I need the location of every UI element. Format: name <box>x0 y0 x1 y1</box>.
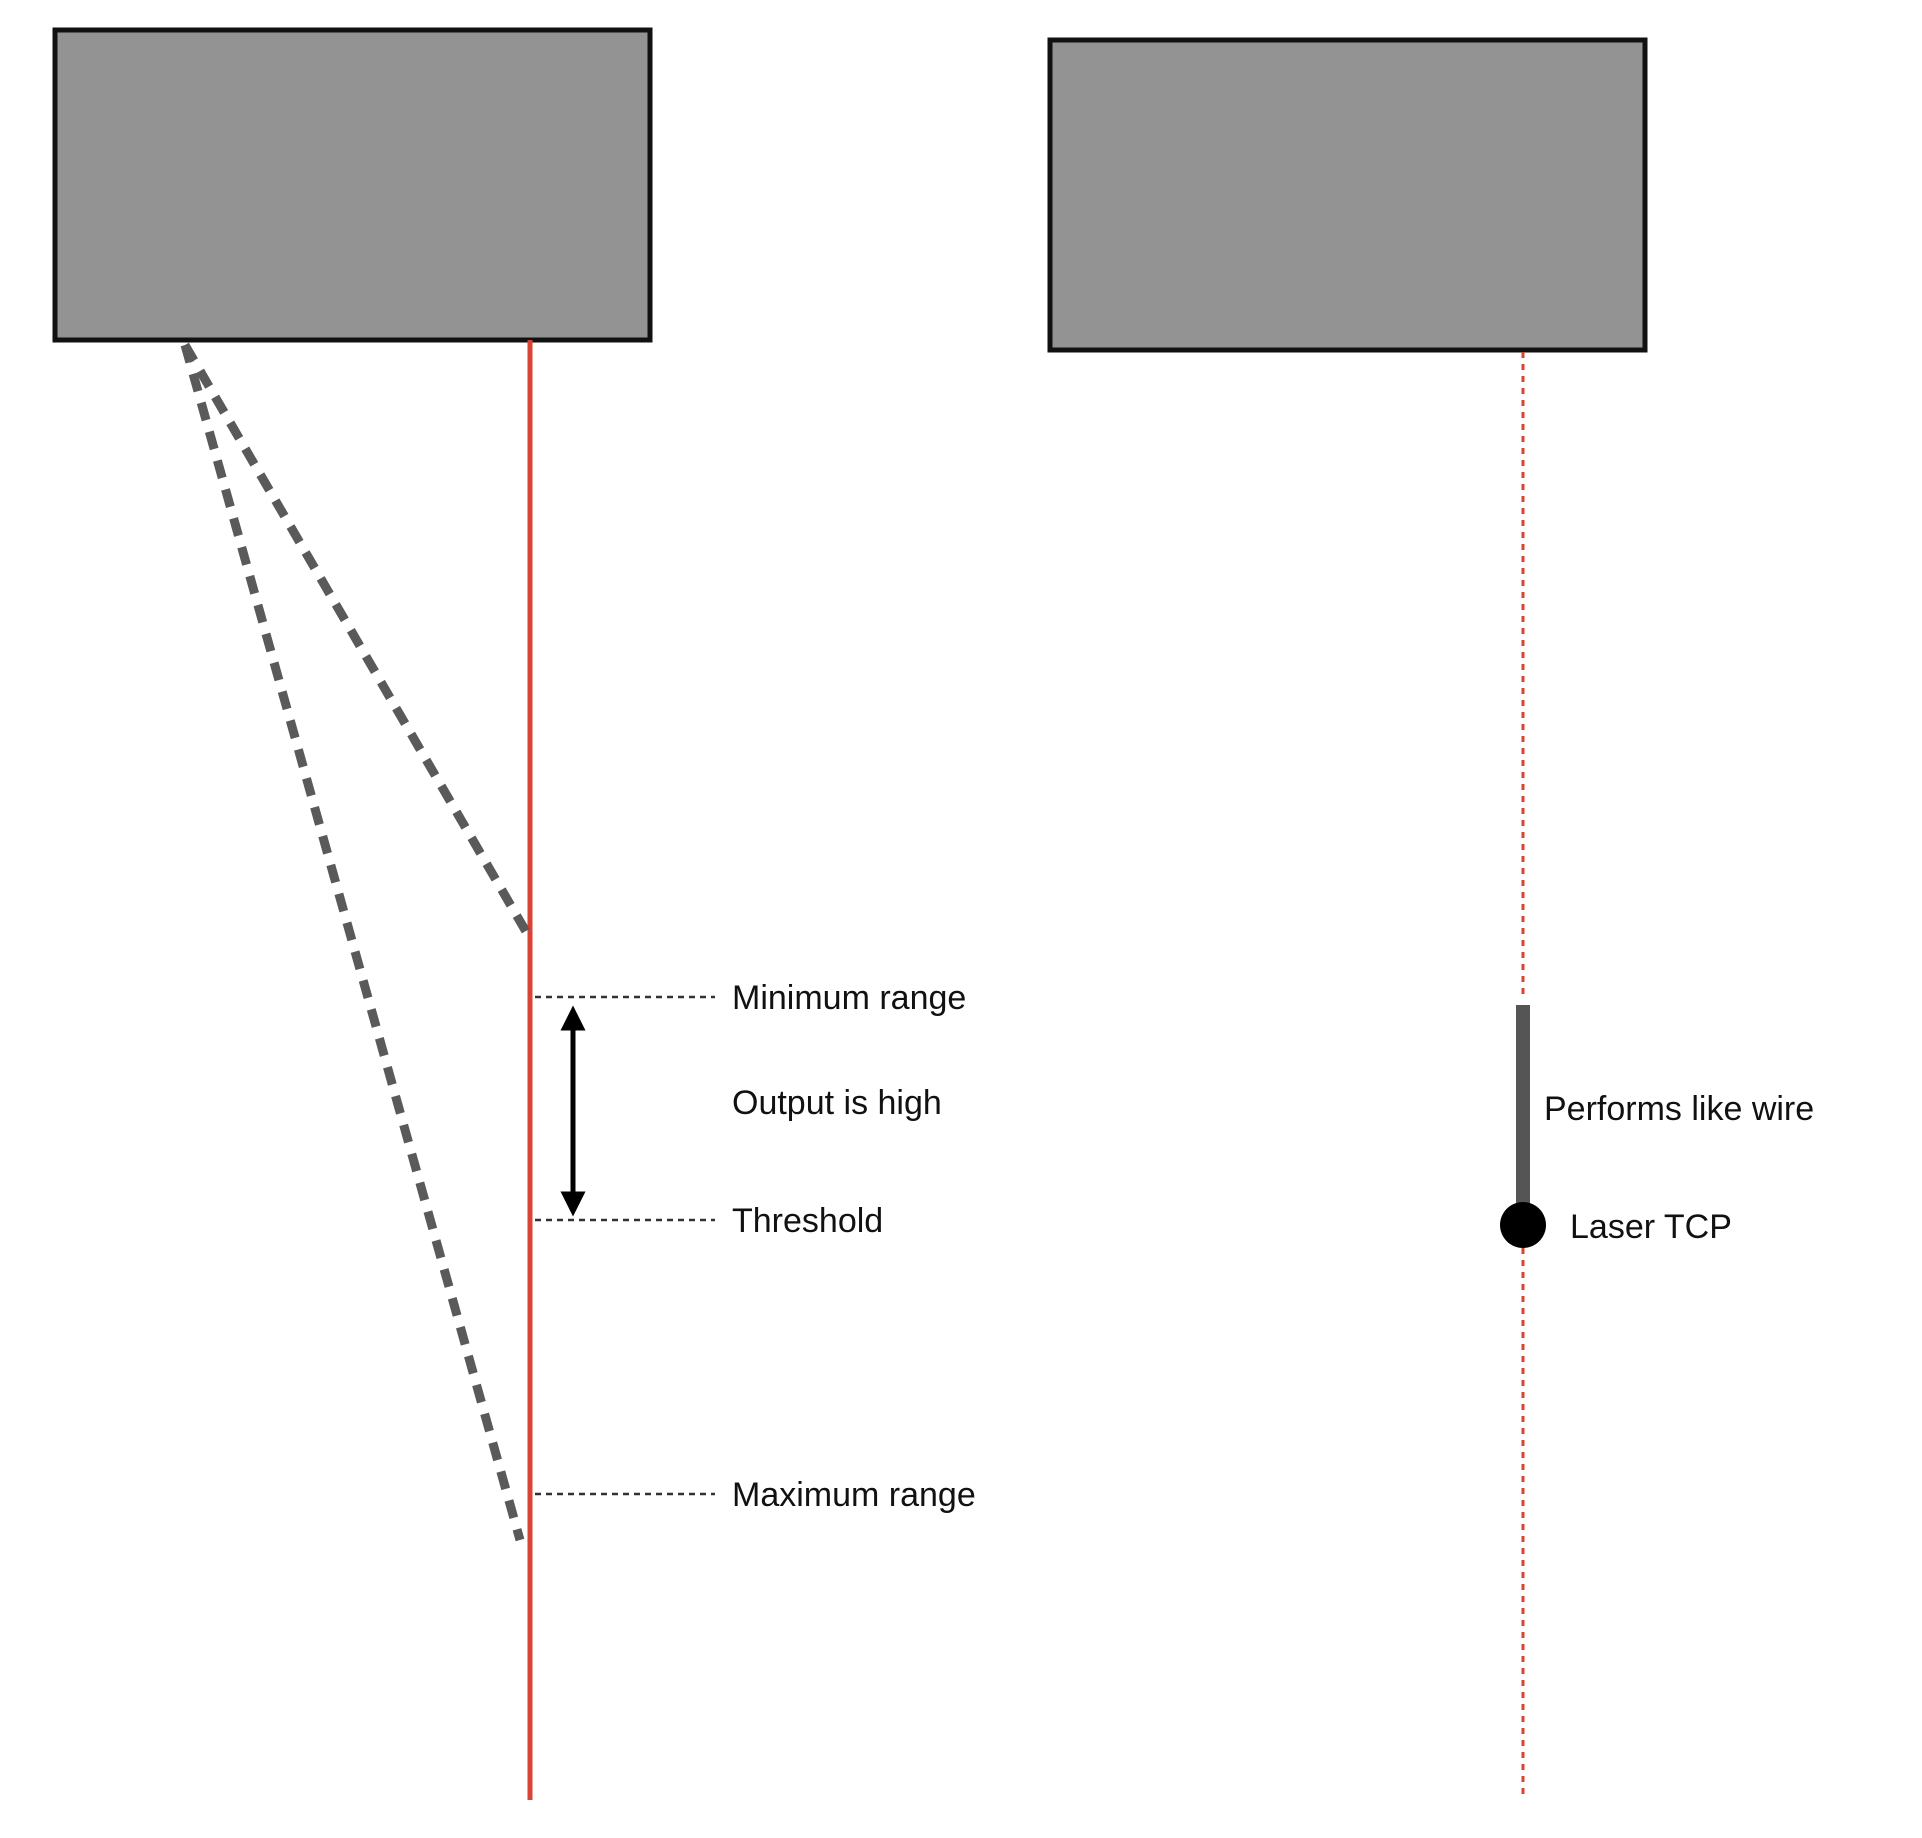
maximum-range-label: Maximum range <box>732 1476 976 1514</box>
view-cone-line-far <box>180 343 525 1542</box>
view-cone-line-near <box>181 342 532 938</box>
laser-tcp-dot <box>1500 1202 1546 1248</box>
minimum-range-label: Minimum range <box>732 979 966 1017</box>
performs-like-wire-label: Performs like wire <box>1544 1090 1814 1128</box>
left-sensor-box <box>52 27 653 343</box>
laser-tcp-label: Laser TCP <box>1570 1208 1732 1246</box>
right-sensor-box <box>1047 37 1648 353</box>
output-high-label: Output is high <box>732 1084 942 1122</box>
threshold-label: Threshold <box>732 1202 883 1240</box>
